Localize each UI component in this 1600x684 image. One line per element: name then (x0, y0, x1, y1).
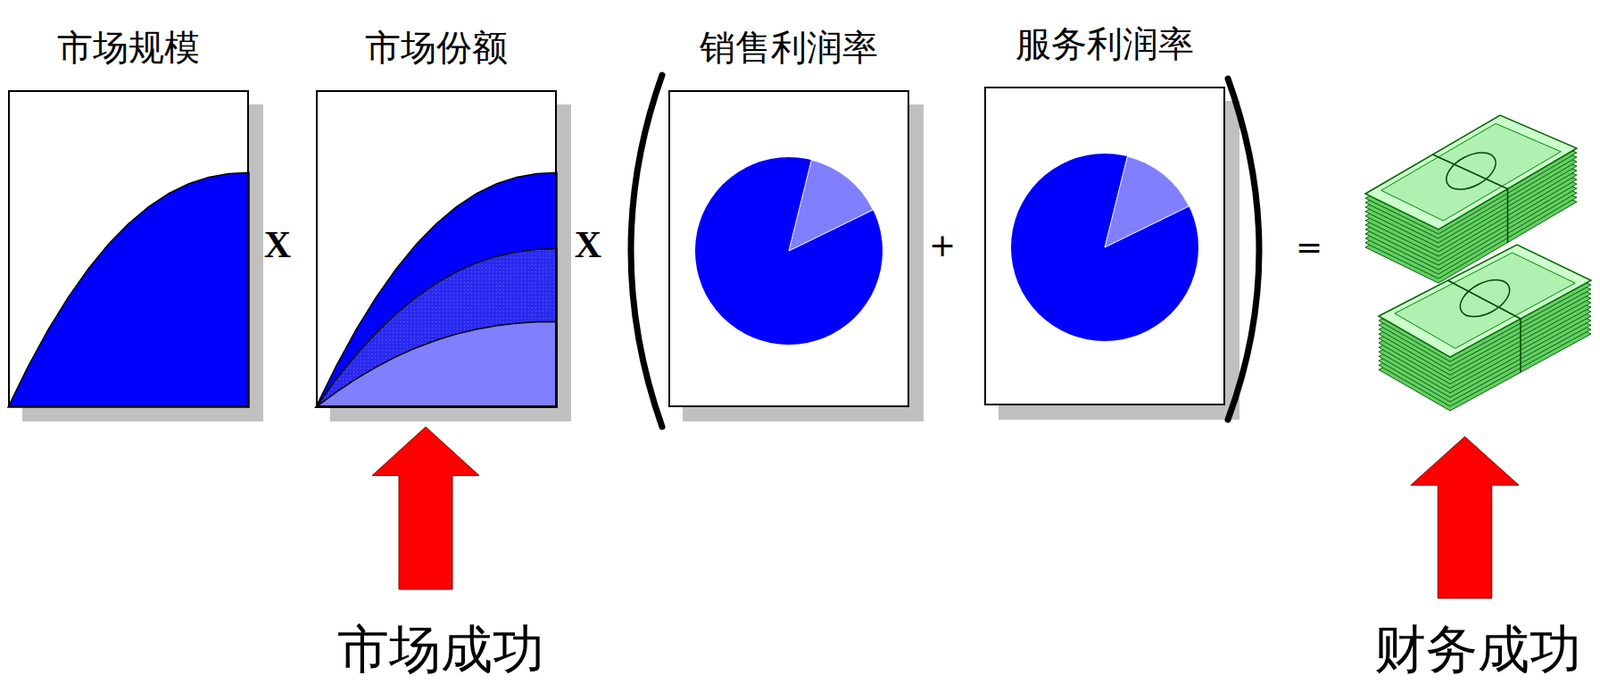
box-heading: 市场规模 (57, 23, 200, 73)
money-stack (1378, 244, 1592, 411)
panel-ground (668, 90, 910, 407)
multiply-sign: X (574, 223, 602, 266)
pie-chart (1011, 153, 1199, 341)
growth-area (8, 172, 249, 407)
red-arrow (1410, 436, 1519, 598)
share-band (315, 172, 557, 407)
chart-box: 市场规模 (8, 90, 249, 407)
chart-panel (984, 86, 1240, 420)
plus-sign: + (928, 226, 956, 264)
share-band (315, 321, 557, 407)
box-heading: 服务利润率 (1015, 19, 1194, 69)
chart-panel (668, 90, 924, 422)
equals-sign: = (1295, 228, 1323, 266)
box-heading: 市场份额 (364, 23, 508, 73)
chart-panel (8, 90, 264, 422)
panel-ground (8, 90, 249, 407)
box-heading: 销售利润率 (699, 23, 879, 73)
financial-success-label: 财务成功 (1374, 614, 1582, 684)
panel-ground (315, 90, 557, 407)
pie-slice (788, 159, 873, 251)
chart-box: 销售利润率 (668, 90, 910, 407)
share-band (315, 248, 557, 408)
right-parenthesis (1227, 78, 1260, 420)
chart-box: 服务利润率 (984, 86, 1226, 406)
red-arrow (372, 426, 480, 589)
pie-slice (1104, 156, 1189, 248)
chart-box: 市场份额 (315, 90, 557, 407)
panel-ground (984, 86, 1226, 406)
market-success-label: 市场成功 (337, 614, 545, 684)
pie-chart (695, 157, 883, 345)
left-parenthesis (630, 74, 663, 427)
multiply-sign: X (264, 223, 291, 266)
chart-panel (315, 90, 572, 422)
